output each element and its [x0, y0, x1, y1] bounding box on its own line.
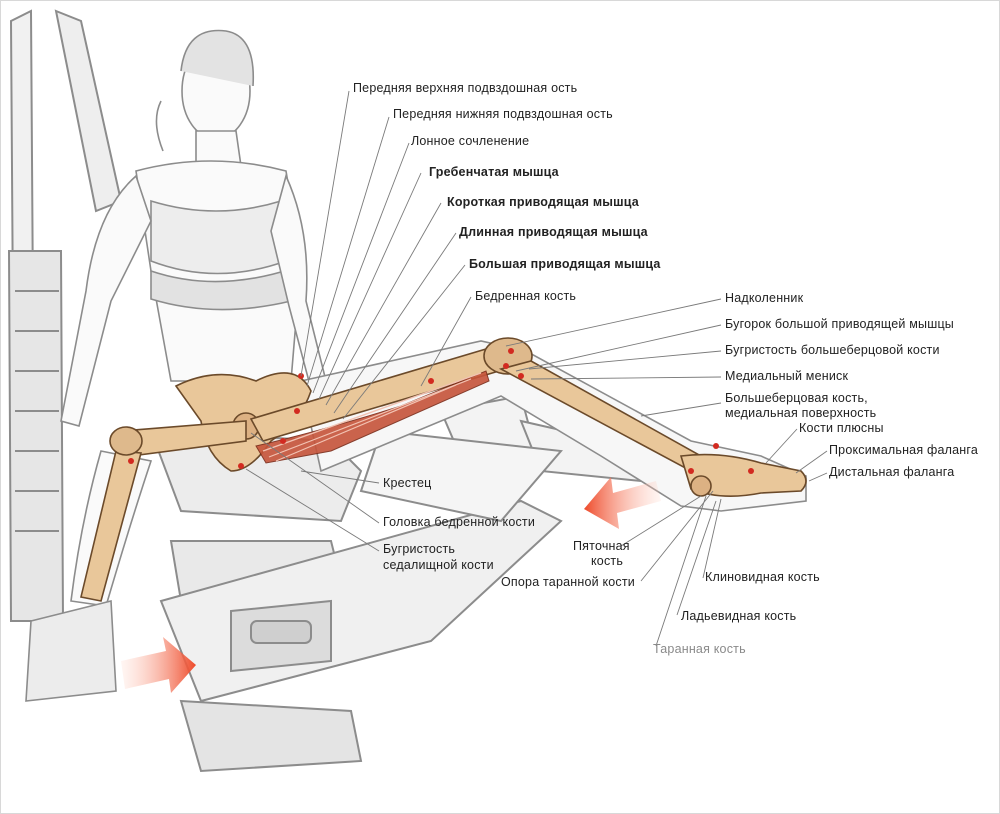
- label-femoral-head: Головка бедренной кости: [383, 515, 536, 529]
- label-metatarsals: Кости плюсны: [799, 421, 884, 435]
- attachment-dots: [128, 348, 754, 474]
- label-calcaneus-2: кость: [591, 554, 624, 568]
- label-adductor-magnus: Большая приводящая мышца: [469, 257, 661, 271]
- label-talus: Таранная кость: [653, 642, 746, 656]
- label-sustentaculum: Опора таранной кости: [501, 575, 635, 589]
- label-adductor-brevis: Короткая приводящая мышца: [447, 195, 639, 209]
- label-tibial-tuberosity: Бугристость большеберцовой кости: [725, 343, 940, 357]
- leader-lines: [245, 90, 828, 647]
- label-tibia-medial-2: медиальная поверхность: [725, 406, 877, 420]
- adductor-muscles: [255, 370, 490, 464]
- label-ischial-1: Бугристость: [383, 542, 456, 556]
- label-pectineus: Гребенчатая мышца: [429, 165, 559, 179]
- machine-frame: [7, 9, 643, 773]
- label-distal-phalanx: Дистальная фаланга: [829, 465, 955, 479]
- label-asis: Передняя верхняя подвздошная ость: [353, 81, 578, 95]
- foot-bones: [679, 453, 807, 497]
- label-proximal-phalanx: Проксимальная фаланга: [829, 443, 978, 457]
- label-navicular: Ладьевидная кость: [681, 609, 797, 623]
- label-adductor-longus: Длинная приводящая мышца: [459, 225, 648, 239]
- label-ischial-2: седалищной кости: [383, 558, 494, 572]
- label-patella: Надколенник: [725, 291, 804, 305]
- label-adductor-tubercle: Бугорок большой приводящей мышцы: [725, 317, 954, 331]
- bones: [80, 337, 807, 602]
- label-femur: Бедренная кость: [475, 289, 577, 303]
- label-symphysis: Лонное сочленение: [411, 134, 530, 148]
- label-tibia-medial-1: Большеберцовая кость,: [725, 391, 868, 405]
- label-medial-meniscus: Медиальный мениск: [725, 369, 849, 383]
- label-cuneiform: Клиновидная кость: [705, 570, 820, 584]
- label-aiis: Передняя нижняя подвздошная ость: [393, 107, 613, 121]
- red-arrow-icon: [121, 477, 661, 693]
- label-sacrum: Крестец: [383, 476, 432, 490]
- label-calcaneus-1: Пяточная: [573, 539, 630, 553]
